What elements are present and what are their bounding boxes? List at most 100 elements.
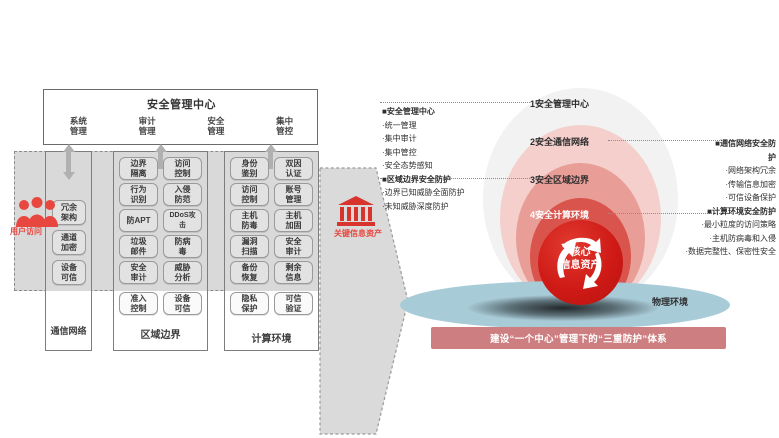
- item-text: 主机: [285, 211, 302, 220]
- item-threat-analysis: 威胁分析: [163, 261, 202, 284]
- right-ann-8: ·数据完整性、保密性安全: [685, 247, 776, 256]
- smc-col-0-line1: 系统: [69, 116, 87, 126]
- item-backup-recovery: 备份恢复: [230, 261, 269, 284]
- left-ann-2: ·集中审计: [382, 134, 417, 143]
- item-text: 防毒: [241, 220, 258, 230]
- item-text: 主机: [241, 211, 258, 220]
- security-management-center-box: 安全管理中心 系统 管理 审计 管理 安全 管理 集中 管控: [43, 89, 318, 145]
- smc-col-3-line2: 管控: [276, 126, 294, 136]
- arrow-down-communication: [62, 151, 75, 180]
- leader-line-3: [380, 178, 530, 179]
- item-text: 毒: [178, 246, 187, 256]
- right-ann-1: 护: [768, 152, 776, 162]
- item-text: 控制: [130, 303, 147, 313]
- right-ann-5: ■计算环境安全防护: [707, 206, 776, 216]
- funnel-arrow-shape: [319, 167, 409, 435]
- left-ann-5: ■区域边界安全防护: [382, 174, 451, 184]
- item-vulnerability-scan: 漏洞扫描: [230, 235, 269, 258]
- smc-col-1-line2: 管理: [138, 126, 156, 136]
- item-text: 隐私: [241, 294, 258, 303]
- ring-label-1: 1安全管理中心: [530, 99, 590, 109]
- leader-line-4: [608, 213, 758, 214]
- smc-col-centralized-control: 集中 管控: [250, 116, 319, 136]
- item-text: 设备: [61, 263, 77, 272]
- left-annotation-group: ■安全管理中心 ·统一管理 ·集中审计 ·集中管控 ·安全态势感知 ■区域边界安…: [382, 105, 522, 213]
- item-host-antivirus: 主机防毒: [230, 209, 269, 232]
- item-text: 访问: [241, 185, 258, 194]
- leader-line-1: [380, 102, 530, 103]
- item-residual-information: 剩余信息: [274, 261, 313, 284]
- core-line-1: 核心: [570, 247, 591, 258]
- smc-title: 安全管理中心: [147, 99, 216, 111]
- smc-column-labels: 系统 管理 审计 管理 安全 管理 集中 管控: [44, 116, 319, 136]
- item-access-control-compute: 访问控制: [230, 183, 269, 206]
- item-text: 身份: [241, 159, 258, 168]
- item-text: 行为: [130, 185, 147, 194]
- item-host-hardening: 主机加固: [274, 209, 313, 232]
- right-ann-0: ■通信网络安全防: [715, 139, 776, 148]
- item-text: 安全: [130, 263, 147, 272]
- item-text: 垃圾: [130, 237, 147, 246]
- item-text: 鉴别: [241, 168, 258, 178]
- user-access-icon: [16, 197, 58, 227]
- core-information-asset-circle: 核心 信息资产: [538, 220, 623, 305]
- left-ann-7: ·未知威胁深度防护: [382, 201, 449, 211]
- item-text: 设备: [174, 294, 191, 303]
- right-ann-4: ·可信设备保护: [725, 193, 776, 202]
- smc-col-1-line1: 审计: [138, 116, 156, 126]
- item-text: 访问: [174, 159, 191, 168]
- item-text: 准入: [130, 294, 147, 303]
- leader-line-2: [608, 140, 758, 141]
- left-ann-3: ·集中管控: [382, 147, 417, 157]
- ring-label-4: 4安全计算环境: [530, 210, 590, 220]
- item-text: 剩余: [285, 263, 302, 272]
- core-line-2: 信息资产: [560, 260, 601, 271]
- physical-environment-label: 物理环境: [652, 297, 689, 307]
- item-text: 通道: [61, 233, 77, 242]
- smc-col-3-line1: 集中: [276, 116, 294, 126]
- key-information-asset-icon: [337, 196, 375, 226]
- right-ann-3: ·传输信息加密: [725, 179, 776, 189]
- zone-label-area-boundary: 区域边界: [140, 330, 181, 341]
- item-text: 可信: [285, 294, 302, 303]
- item-channel-encryption: 通道加密: [52, 230, 86, 255]
- left-ann-4: ·安全态势感知: [382, 161, 433, 170]
- left-architecture-diagram: 安全管理中心 系统 管理 审计 管理 安全 管理 集中 管控: [0, 78, 409, 435]
- smc-col-2-line1: 安全: [207, 116, 225, 126]
- item-text: 入侵: [174, 185, 191, 194]
- item-text: 加密: [61, 242, 77, 252]
- item-text: 威胁: [174, 263, 191, 272]
- item-text: 防APT: [126, 215, 151, 225]
- cycle-arrows-icon: [557, 237, 602, 289]
- item-text: 击: [179, 221, 186, 229]
- item-device-trusted: 设备可信: [52, 260, 86, 285]
- item-text: 备份: [241, 263, 258, 272]
- item-text: 可信: [174, 303, 191, 313]
- item-text: 分析: [174, 272, 191, 282]
- item-text: 识别: [130, 194, 147, 204]
- item-privacy-protection: 隐私保护: [230, 292, 269, 315]
- item-text: 边界: [130, 159, 147, 168]
- item-trusted-verification: 可信验证: [274, 292, 313, 315]
- ring-label-3: 3安全区域边界: [530, 175, 590, 185]
- item-text: 账号: [285, 185, 302, 194]
- item-text: 可信: [61, 272, 77, 282]
- item-text: 隔离: [130, 168, 147, 178]
- item-text: 管理: [285, 194, 302, 204]
- item-text: 安全: [285, 237, 302, 246]
- item-device-trusted-boundary: 设备可信: [163, 292, 202, 315]
- item-text: 漏洞: [241, 237, 258, 246]
- item-text: DDoS攻: [169, 212, 196, 219]
- left-ann-0: ■安全管理中心: [382, 107, 435, 116]
- item-text: 信息: [285, 272, 302, 282]
- smc-col-2-line2: 管理: [207, 126, 225, 136]
- key-information-asset-label: 关键信息资产: [334, 229, 382, 238]
- item-security-audit-boundary: 安全审计: [119, 261, 158, 284]
- item-antivirus-boundary: 防病毒: [163, 235, 202, 258]
- item-text: 邮件: [130, 246, 147, 256]
- item-text: 冗余: [61, 203, 77, 212]
- smc-col-system-management: 系统 管理: [44, 116, 113, 136]
- right-ann-6: ·最小粒度的访问策略: [701, 220, 776, 229]
- bottom-banner: 建设“一个中心”管理下的“三重防护”体系: [431, 327, 726, 349]
- item-text: 审计: [285, 246, 302, 256]
